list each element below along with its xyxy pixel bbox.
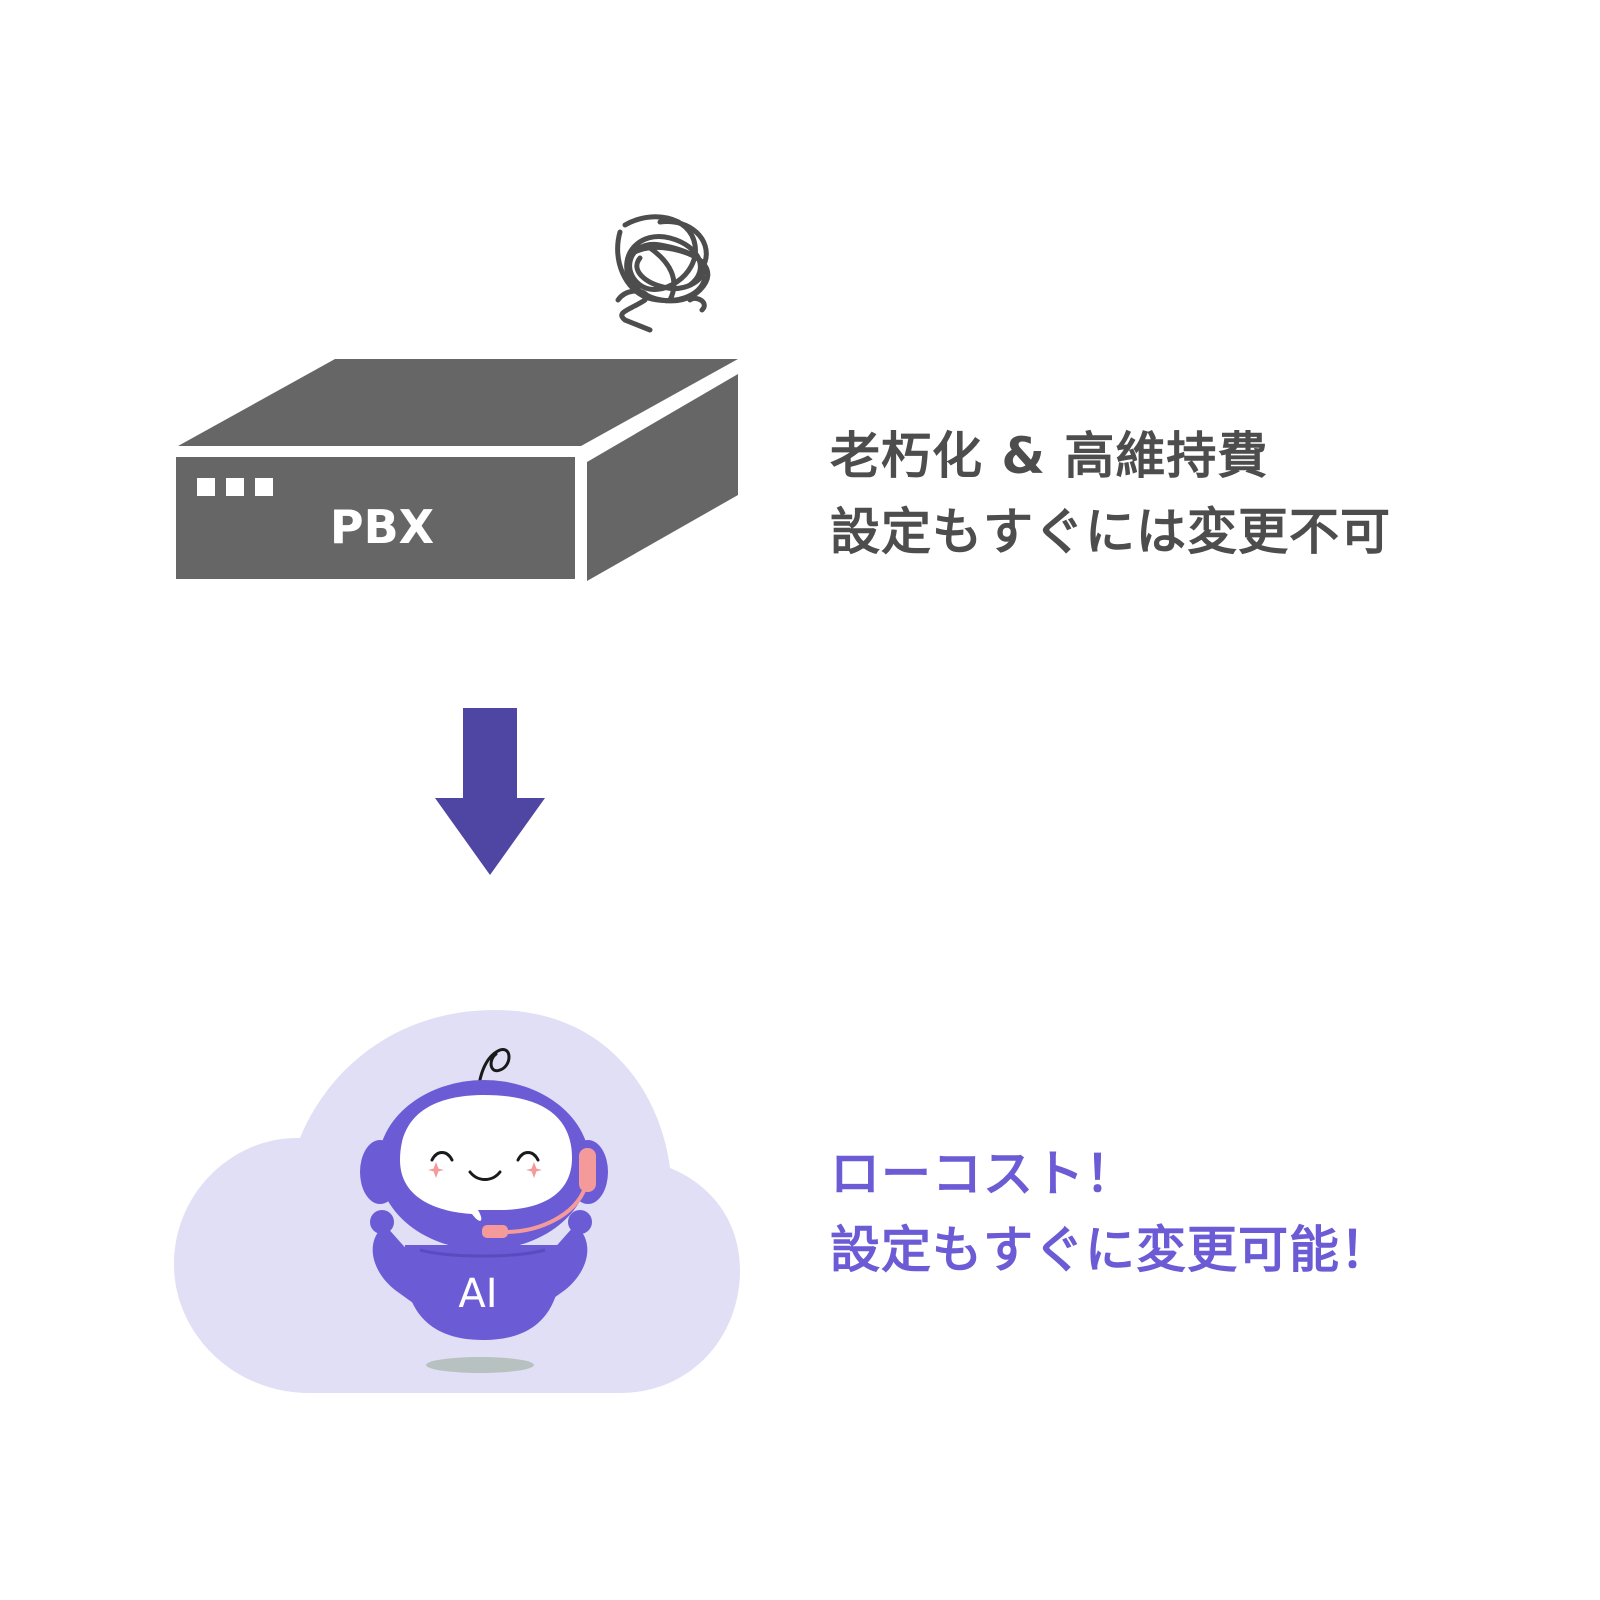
old-system-caption-line2: 設定もすぐには変更不可	[830, 503, 1391, 561]
headset-mic	[482, 1225, 508, 1238]
ai-system-caption-line2: 設定もすぐに変更可能！	[830, 1221, 1391, 1279]
pbx-label: PBX	[330, 500, 434, 554]
old-system-caption: 老朽化 & 高維持費 設定もすぐには変更不可	[830, 418, 1391, 570]
tangled-cable-icon	[618, 217, 708, 330]
ai-system-caption: ローコスト！ 設定もすぐに変更可能！	[830, 1136, 1391, 1288]
robot-shoulder	[370, 1210, 394, 1234]
arrow-down-icon	[435, 708, 545, 875]
headset-earpiece	[579, 1148, 596, 1192]
robot-shoulder	[568, 1210, 592, 1234]
old-system-caption-line1: 老朽化 & 高維持費	[830, 427, 1268, 485]
pbx-indicator-light	[255, 478, 273, 496]
robot-shadow	[426, 1357, 534, 1373]
pbx-device: PBX	[176, 359, 738, 581]
ai-system-caption-line1: ローコスト！	[830, 1145, 1136, 1203]
pbx-indicator-light	[197, 478, 215, 496]
pbx-indicator-light	[226, 478, 244, 496]
robot-label: AI	[458, 1271, 497, 1317]
